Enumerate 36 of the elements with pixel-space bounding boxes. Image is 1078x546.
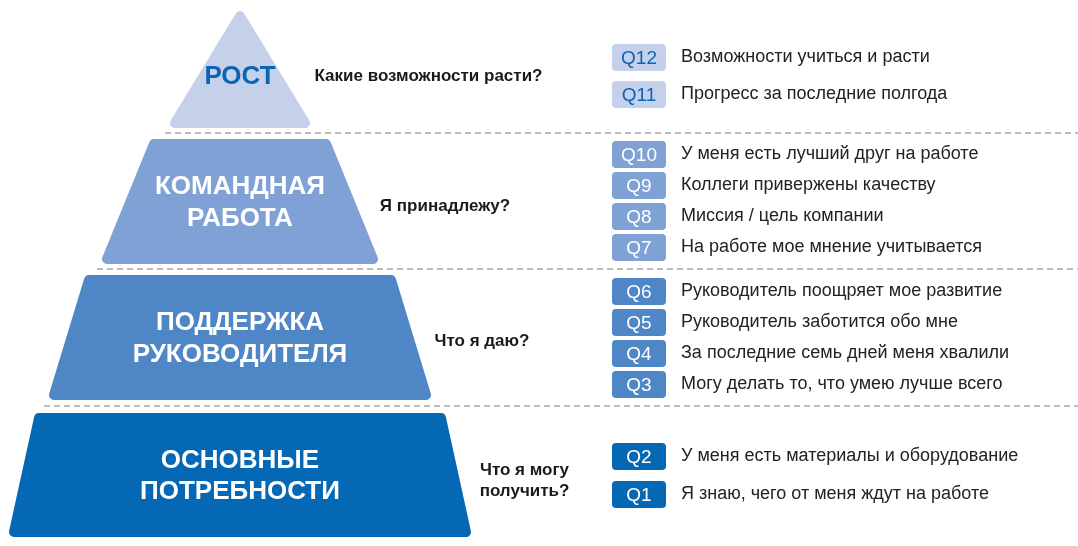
question-number-badge: Q5 bbox=[612, 308, 666, 336]
question-text: За последние семь дней меня хвалили bbox=[681, 342, 1010, 364]
question-number-badge: Q1 bbox=[612, 480, 666, 508]
question-number-badge: Q4 bbox=[612, 339, 666, 367]
pyramid-tier bbox=[102, 139, 378, 264]
question-number-badge: Q10 bbox=[612, 140, 666, 168]
pyramid-tier bbox=[49, 275, 431, 400]
question-text: Прогресс за последние полгода bbox=[681, 83, 948, 105]
question-number-badge: Q6 bbox=[612, 277, 666, 305]
tier-question: Я принадлежу? bbox=[378, 194, 512, 216]
tier-title: ПОДДЕРЖКА РУКОВОДИТЕЛЯ bbox=[131, 306, 349, 369]
question-text: Я знаю, чего от меня ждут на работе bbox=[681, 483, 989, 505]
question-number-badge: Q9 bbox=[612, 171, 666, 199]
question-text: Руководитель поощряет мое развитие bbox=[681, 280, 1003, 302]
question-number-badge: Q2 bbox=[612, 442, 666, 470]
question-number-badge: Q3 bbox=[612, 370, 666, 398]
question-number-badge: Q8 bbox=[612, 202, 666, 230]
question-text: Коллеги привержены качеству bbox=[681, 174, 936, 196]
pyramid-tier bbox=[169, 10, 311, 128]
tier-title: КОМАНДНАЯ РАБОТА bbox=[153, 170, 327, 233]
question-number-badge: Q11 bbox=[612, 80, 666, 108]
question-text: Возможности учиться и расти bbox=[681, 46, 930, 68]
question-number-badge: Q7 bbox=[612, 233, 666, 261]
question-text: У меня есть материалы и оборудование bbox=[681, 445, 1019, 467]
tier-question: Что я могу получить? bbox=[478, 458, 571, 501]
tier-title: РОСТ bbox=[204, 60, 276, 92]
question-text: Миссия / цель компании bbox=[681, 205, 884, 227]
pyramid-tier bbox=[9, 413, 471, 537]
question-text: Руководитель заботится обо мне bbox=[681, 311, 958, 333]
question-text: На работе мое мнение учитывается bbox=[681, 236, 982, 258]
question-text: Могу делать то, что умею лучше всего bbox=[681, 373, 1003, 395]
question-text: У меня есть лучший друг на работе bbox=[681, 143, 979, 165]
tier-title: ОСНОВНЫЕ ПОТРЕБНОСТИ bbox=[139, 443, 341, 507]
question-number-badge: Q12 bbox=[612, 43, 666, 71]
tier-question: Какие возможности расти? bbox=[313, 64, 544, 86]
tier-question: Что я даю? bbox=[433, 329, 531, 351]
